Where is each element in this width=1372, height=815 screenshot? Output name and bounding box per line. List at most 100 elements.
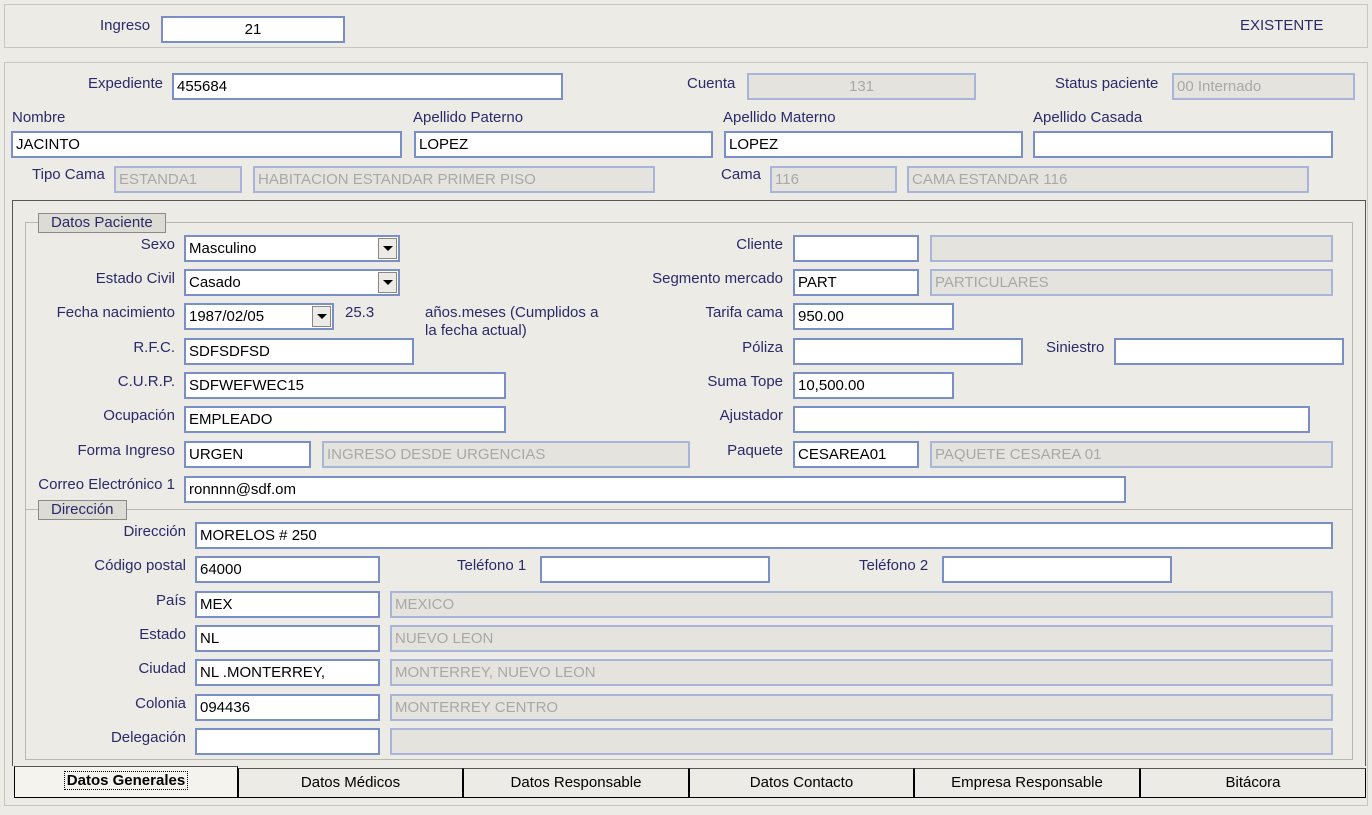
direccion-label: Dirección <box>123 523 186 540</box>
suma-tope-field[interactable]: 10,500.00 <box>793 372 954 399</box>
tipo-cama-code-field: ESTANDA1 <box>114 166 242 193</box>
cliente-desc-field <box>930 235 1333 262</box>
tel1-label: Teléfono 1 <box>457 557 527 574</box>
poliza-field[interactable] <box>793 338 1023 365</box>
sexo-dropdown[interactable]: Masculino <box>184 235 400 262</box>
tab-empresa-responsable[interactable]: Empresa Responsable <box>914 768 1140 798</box>
ciudad-code-field[interactable]: NL .MONTERREY, <box>195 659 380 686</box>
siniestro-field[interactable] <box>1114 338 1344 365</box>
delegacion-label: Delegación <box>110 729 186 746</box>
apellido-materno-field[interactable]: LOPEZ <box>724 131 1023 158</box>
estado-civil-label: Estado Civil <box>95 270 175 287</box>
estado-desc-field: NUEVO LEON <box>390 625 1333 652</box>
tel2-label: Teléfono 2 <box>859 557 929 574</box>
tarifa-field[interactable]: 950.00 <box>793 303 954 330</box>
tipo-cama-label: Tipo Cama <box>32 166 105 183</box>
cama-code-field: 116 <box>770 166 897 193</box>
ajustador-field[interactable] <box>793 406 1310 433</box>
expediente-field[interactable]: 455684 <box>172 73 563 100</box>
status-paciente-label: Status paciente <box>1055 75 1159 92</box>
cliente-code-field[interactable] <box>793 235 919 262</box>
rfc-field[interactable]: SDFSDFSD <box>184 338 414 365</box>
chevron-down-icon[interactable] <box>312 306 331 327</box>
pais-code-field[interactable]: MEX <box>195 591 380 618</box>
edad-value: 25.3 <box>345 304 375 321</box>
pais-desc-field: MEXICO <box>390 591 1333 618</box>
tel1-field[interactable] <box>540 556 770 583</box>
curp-field[interactable]: SDFWEFWEC15 <box>184 372 506 399</box>
apellido-paterno-field[interactable]: LOPEZ <box>414 131 713 158</box>
cliente-label: Cliente <box>736 236 783 253</box>
apellido-casada-field[interactable] <box>1033 131 1333 158</box>
datos-paciente-groupbox <box>25 222 1353 760</box>
estado-civil-value: Casado <box>189 274 241 291</box>
cp-label: Código postal <box>94 557 186 574</box>
chevron-down-icon[interactable] <box>378 238 397 259</box>
sexo-label: Sexo <box>140 236 175 253</box>
direccion-group-label: Dirección <box>38 500 127 520</box>
suma-tope-label: Suma Tope <box>707 373 783 390</box>
pais-label: País <box>155 592 186 609</box>
tab-datos-responsable-label: Datos Responsable <box>510 774 642 791</box>
tab-datos-medicos-label: Datos Médicos <box>300 774 401 791</box>
apellido-materno-label: Apellido Materno <box>723 109 836 126</box>
tab-datos-contacto-label: Datos Contacto <box>749 774 854 791</box>
estado-civil-dropdown[interactable]: Casado <box>184 269 400 296</box>
estado-label: Estado <box>139 626 186 643</box>
cuenta-field: 131 <box>747 73 976 100</box>
existente-status: EXISTENTE <box>1240 17 1324 34</box>
fecha-nac-picker[interactable]: 1987/02/05 <box>184 303 334 330</box>
segmento-code-field[interactable]: PART <box>793 269 919 296</box>
segmento-desc-field: PARTICULARES <box>930 269 1333 296</box>
curp-label: C.U.R.P. <box>117 373 175 390</box>
ciudad-desc-field: MONTERREY, NUEVO LEON <box>390 659 1333 686</box>
delegacion-desc-field <box>390 728 1333 755</box>
status-paciente-field: 00 Internado <box>1172 73 1355 100</box>
siniestro-label: Siniestro <box>1046 339 1105 356</box>
cp-field[interactable]: 64000 <box>195 556 380 583</box>
paquete-code-field[interactable]: CESAREA01 <box>793 441 919 468</box>
tab-datos-responsable[interactable]: Datos Responsable <box>463 768 689 798</box>
ocupacion-label: Ocupación <box>103 407 175 424</box>
tab-empresa-responsable-label: Empresa Responsable <box>951 774 1103 791</box>
apellido-casada-label: Apellido Casada <box>1033 109 1143 126</box>
chevron-down-icon[interactable] <box>378 272 397 293</box>
forma-ingreso-label: Forma Ingreso <box>77 442 175 459</box>
direccion-field[interactable]: MORELOS # 250 <box>195 522 1333 549</box>
fecha-nac-value: 1987/02/05 <box>189 308 265 325</box>
tab-bitacora[interactable]: Bitácora <box>1140 768 1366 798</box>
tel2-field[interactable] <box>942 556 1172 583</box>
cama-label: Cama <box>721 166 762 183</box>
ingreso-label: Ingreso <box>100 17 151 34</box>
colonia-code-field[interactable]: 094436 <box>195 694 380 721</box>
tab-datos-contacto[interactable]: Datos Contacto <box>689 768 914 798</box>
poliza-label: Póliza <box>742 339 783 356</box>
tab-datos-generales-label: Datos Generales <box>63 771 189 790</box>
sexo-value: Masculino <box>189 240 257 257</box>
edad-note-2: la fecha actual) <box>425 322 527 339</box>
nombre-field[interactable]: JACINTO <box>11 131 402 158</box>
forma-ingreso-desc-field: INGRESO DESDE URGENCIAS <box>322 441 690 468</box>
estado-code-field[interactable]: NL <box>195 625 380 652</box>
tab-datos-medicos[interactable]: Datos Médicos <box>238 768 463 798</box>
expediente-label: Expediente <box>87 75 163 92</box>
colonia-desc-field: MONTERREY CENTRO <box>390 694 1333 721</box>
tab-datos-generales[interactable]: Datos Generales <box>14 766 238 798</box>
tab-bar: Datos Generales Datos Médicos Datos Resp… <box>14 766 1366 798</box>
tipo-cama-desc-field: HABITACION ESTANDAR PRIMER PISO <box>253 166 655 193</box>
correo-label: Correo Electrónico 1 <box>38 476 175 493</box>
tarifa-label: Tarifa cama <box>705 304 783 321</box>
ciudad-label: Ciudad <box>138 660 186 677</box>
correo-field[interactable]: ronnnn@sdf.om <box>184 476 1126 503</box>
datos-paciente-group-label: Datos Paciente <box>38 213 166 233</box>
ocupacion-field[interactable]: EMPLEADO <box>184 406 506 433</box>
ingreso-field[interactable]: 21 <box>161 16 345 43</box>
nombre-label: Nombre <box>12 109 66 126</box>
delegacion-code-field[interactable] <box>195 728 380 755</box>
forma-ingreso-code-field[interactable]: URGEN <box>184 441 311 468</box>
colonia-label: Colonia <box>135 695 186 712</box>
paquete-desc-field: PAQUETE CESAREA 01 <box>930 441 1333 468</box>
segmento-label: Segmento mercado <box>652 270 783 287</box>
cama-desc-field: CAMA ESTANDAR 116 <box>907 166 1309 193</box>
ajustador-label: Ajustador <box>719 407 783 424</box>
